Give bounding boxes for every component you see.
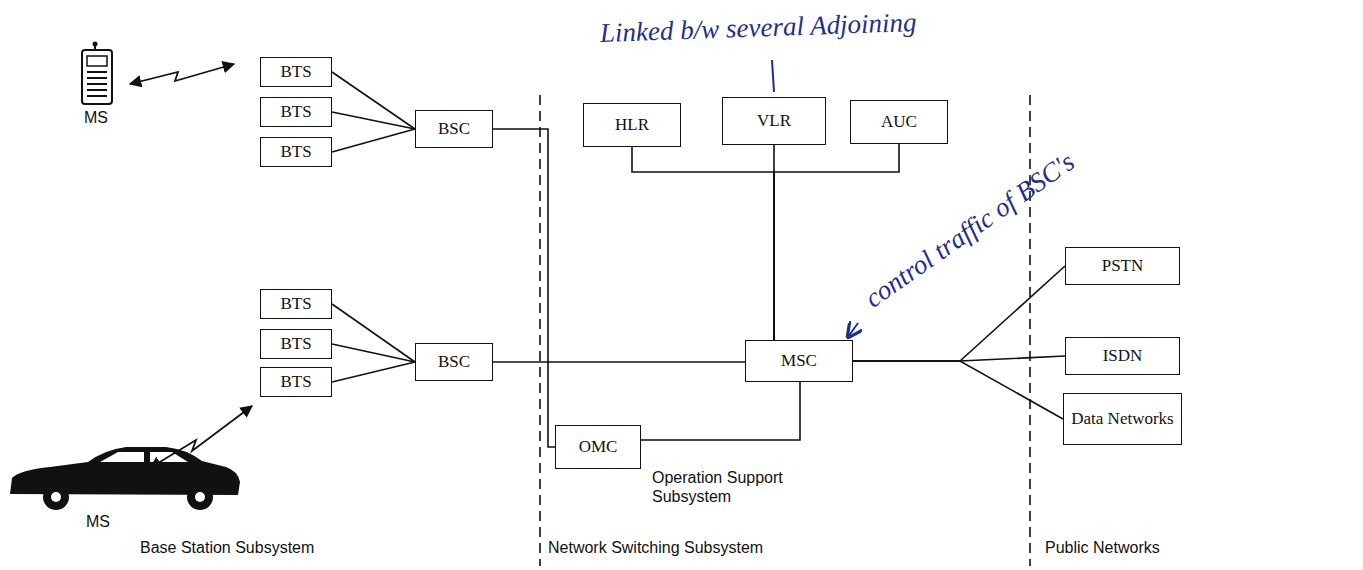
station-label: MS bbox=[86, 512, 110, 531]
car-icon bbox=[10, 447, 240, 510]
connector-line bbox=[632, 147, 774, 340]
connector-line bbox=[493, 361, 745, 363]
bts-box: BTS bbox=[260, 57, 332, 87]
subsystem-label: Network Switching Subsystem bbox=[548, 538, 763, 557]
bts-box: BTS bbox=[260, 367, 332, 397]
network-box: Data Networks bbox=[1063, 393, 1182, 445]
bts-box: BTS bbox=[260, 97, 332, 127]
box-text: BSC bbox=[438, 352, 470, 372]
vlr-box: VLR bbox=[722, 97, 826, 145]
connector-line bbox=[493, 129, 555, 447]
station-label: MS bbox=[84, 108, 108, 127]
subsystem-label: Base Station Subsystem bbox=[140, 538, 314, 557]
radio-link bbox=[130, 64, 234, 84]
radio-link bbox=[150, 406, 252, 468]
handset-icon bbox=[82, 42, 112, 105]
box-text: AUC bbox=[881, 112, 917, 132]
box-text: Data Networks bbox=[1071, 409, 1173, 429]
connector-line bbox=[332, 72, 415, 129]
bsc-box: BSC bbox=[415, 343, 493, 381]
subsystem-label: Operation Support Subsystem bbox=[652, 468, 832, 506]
bts-box: BTS bbox=[260, 137, 332, 167]
box-text: BTS bbox=[280, 102, 311, 122]
box-text: BTS bbox=[280, 142, 311, 162]
auc-box: AUC bbox=[850, 100, 948, 144]
network-box: ISDN bbox=[1065, 337, 1180, 375]
box-text: BSC bbox=[438, 119, 470, 139]
handwritten-note: Linked b/w several Adjoining bbox=[599, 7, 917, 49]
connector-line bbox=[332, 112, 415, 129]
bts-box: BTS bbox=[260, 289, 332, 319]
connector-line bbox=[853, 361, 1063, 419]
connector-line bbox=[332, 362, 415, 382]
box-text: BTS bbox=[280, 372, 311, 392]
connector-line bbox=[332, 304, 415, 362]
box-text: VLR bbox=[757, 111, 791, 131]
msc-box: MSC bbox=[745, 340, 853, 382]
subsystem-divider bbox=[539, 95, 541, 566]
box-text: PSTN bbox=[1102, 256, 1144, 276]
hlr-box: HLR bbox=[583, 103, 681, 147]
subsystem-divider bbox=[1029, 95, 1031, 566]
connector-line bbox=[641, 382, 800, 440]
handwritten-note: control traffic of BSC's bbox=[859, 146, 1080, 314]
network-box: PSTN bbox=[1065, 247, 1180, 285]
bts-box: BTS bbox=[260, 329, 332, 359]
bsc-box: BSC bbox=[415, 110, 493, 148]
box-text: HLR bbox=[615, 115, 649, 135]
box-text: BTS bbox=[280, 294, 311, 314]
note-leader bbox=[772, 60, 774, 92]
note-arrow bbox=[848, 323, 858, 337]
subsystem-label: Public Networks bbox=[1045, 538, 1160, 557]
box-text: OMC bbox=[579, 437, 618, 457]
omc-box: OMC bbox=[555, 425, 641, 469]
box-text: MSC bbox=[781, 351, 817, 371]
box-text: BTS bbox=[280, 62, 311, 82]
box-text: ISDN bbox=[1103, 346, 1143, 366]
connector-line bbox=[332, 344, 415, 362]
connector-line bbox=[332, 129, 415, 152]
box-text: BTS bbox=[280, 334, 311, 354]
